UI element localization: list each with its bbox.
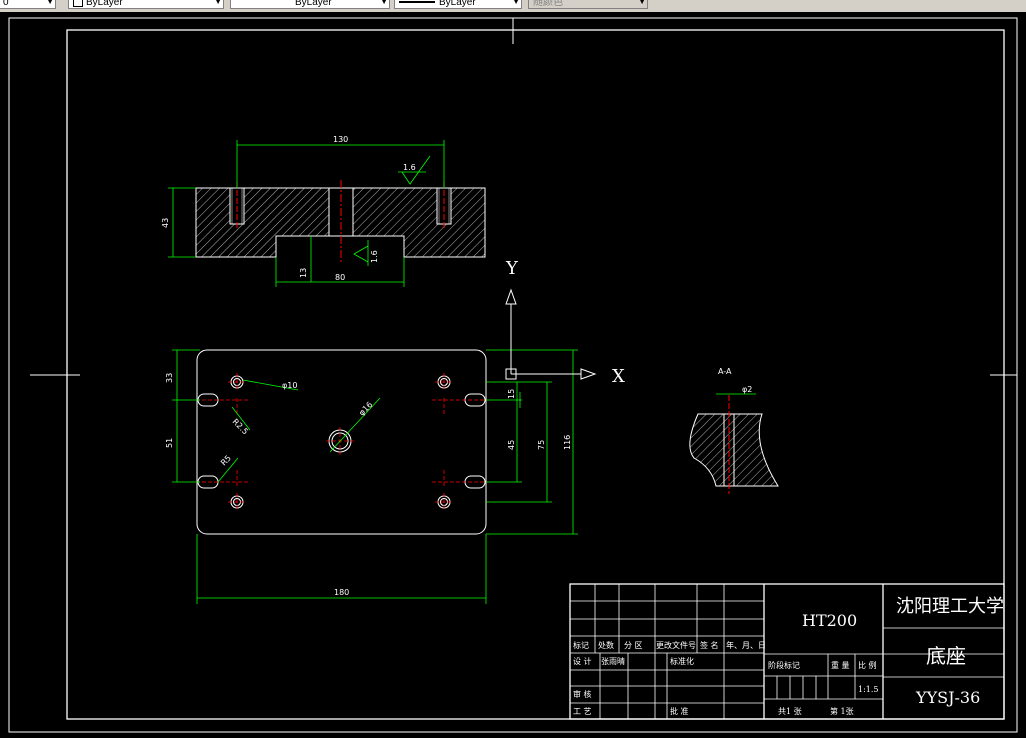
- ucs-x-label: X: [612, 366, 625, 387]
- tb-approve-label: 批 准: [670, 706, 689, 716]
- color-value: ByLayer: [86, 0, 123, 8]
- tb-process-label: 工 艺: [573, 707, 592, 716]
- tb-header-zone: 分 区: [624, 641, 643, 650]
- plan-dimensions: [172, 349, 578, 604]
- tb-drawing-no: YYSJ-36: [915, 688, 980, 707]
- tb-scale-label: 比 例: [858, 660, 877, 670]
- roughness-groove: 1.6: [370, 250, 379, 263]
- ucs-y-label: Y: [505, 258, 519, 279]
- tb-standard-label: 标准化: [670, 656, 694, 666]
- tb-header-date: 年、月、日: [726, 640, 766, 650]
- lineweight-preview-icon: [399, 1, 435, 4]
- dim-r5: R5: [219, 454, 233, 468]
- layer-dropdown[interactable]: 0 ▼: [0, 0, 56, 9]
- tb-stage-label: 阶段标记: [768, 660, 800, 670]
- tb-header-doc: 更改文件号: [656, 640, 696, 650]
- dim-51: 51: [165, 438, 174, 448]
- front-dimensions: [168, 140, 445, 287]
- title-block: [569, 583, 1005, 720]
- dim-phi10: φ10: [282, 381, 297, 390]
- section-label: A-A: [718, 367, 732, 376]
- chevron-down-icon: ▼: [512, 0, 520, 6]
- dim-180: 180: [334, 588, 349, 597]
- ucs-icon: [505, 288, 597, 380]
- tb-material: HT200: [802, 611, 857, 630]
- dim-116: 116: [563, 435, 572, 450]
- outer-border: [8, 17, 1018, 733]
- dim-r2-5: R2.5: [231, 417, 250, 436]
- tb-header-count: 处数: [598, 640, 614, 650]
- dim-33: 33: [165, 373, 174, 383]
- dim-15: 15: [507, 389, 516, 399]
- plan-centerlines: [196, 373, 488, 511]
- dim-45: 45: [507, 440, 516, 450]
- tb-sheet-no: 第 1张: [830, 706, 854, 716]
- tb-design-label: 设 计: [573, 656, 592, 666]
- roughness-top: 1.6: [403, 163, 416, 172]
- chevron-down-icon: ▼: [46, 0, 54, 6]
- chevron-down-icon: ▼: [214, 0, 222, 6]
- dim-13: 13: [299, 268, 308, 278]
- tb-weight-label: 重 量: [831, 660, 850, 670]
- section-dia: φ2: [742, 385, 752, 394]
- chevron-down-icon: ▼: [380, 0, 388, 6]
- chevron-down-icon: ▼: [638, 0, 646, 6]
- plotstyle-value: 随颜色: [533, 0, 563, 8]
- tb-review-label: 审 核: [573, 689, 592, 699]
- plan-outline: [196, 349, 487, 535]
- tb-part-name: 底座: [926, 644, 966, 668]
- lineweight-dropdown[interactable]: ByLayer ▼: [394, 0, 522, 9]
- linetype-dropdown[interactable]: ByLayer ▼: [230, 0, 390, 9]
- tb-header-mark: 标记: [573, 640, 589, 650]
- section-detail: [689, 393, 779, 494]
- tb-designer: 张雨晴: [601, 656, 625, 666]
- dim-43: 43: [161, 218, 170, 228]
- tb-school: 沈阳理工大学: [896, 596, 1004, 617]
- properties-toolbar: 0 ▼ ByLayer ▼ ByLayer ▼ ByLayer ▼ 随颜色 ▼: [0, 0, 1026, 13]
- sheet-frame: [8, 17, 1018, 733]
- tb-sheets-total: 共1 张: [778, 707, 802, 716]
- color-dropdown[interactable]: ByLayer ▼: [68, 0, 224, 9]
- plan-view: [196, 349, 487, 535]
- drawing-viewport[interactable]: 130 43 13 80 1.6 1.6: [0, 12, 1026, 738]
- color-swatch-icon: [73, 0, 83, 8]
- lineweight-value: ByLayer: [439, 0, 476, 8]
- plotstyle-dropdown[interactable]: 随颜色 ▼: [528, 0, 648, 9]
- layer-value: 0: [3, 0, 9, 8]
- tb-header-sign: 签 名: [700, 640, 719, 650]
- tb-scale-value: 1:1.5: [858, 685, 879, 694]
- dim-80: 80: [335, 273, 345, 282]
- dim-130: 130: [333, 135, 348, 144]
- linetype-value: ByLayer: [295, 0, 332, 8]
- dim-75: 75: [537, 440, 546, 450]
- front-section-view: [195, 180, 486, 264]
- cad-drawing-canvas[interactable]: 130 43 13 80 1.6 1.6: [0, 12, 1026, 738]
- dim-phi16: φ16: [357, 400, 374, 417]
